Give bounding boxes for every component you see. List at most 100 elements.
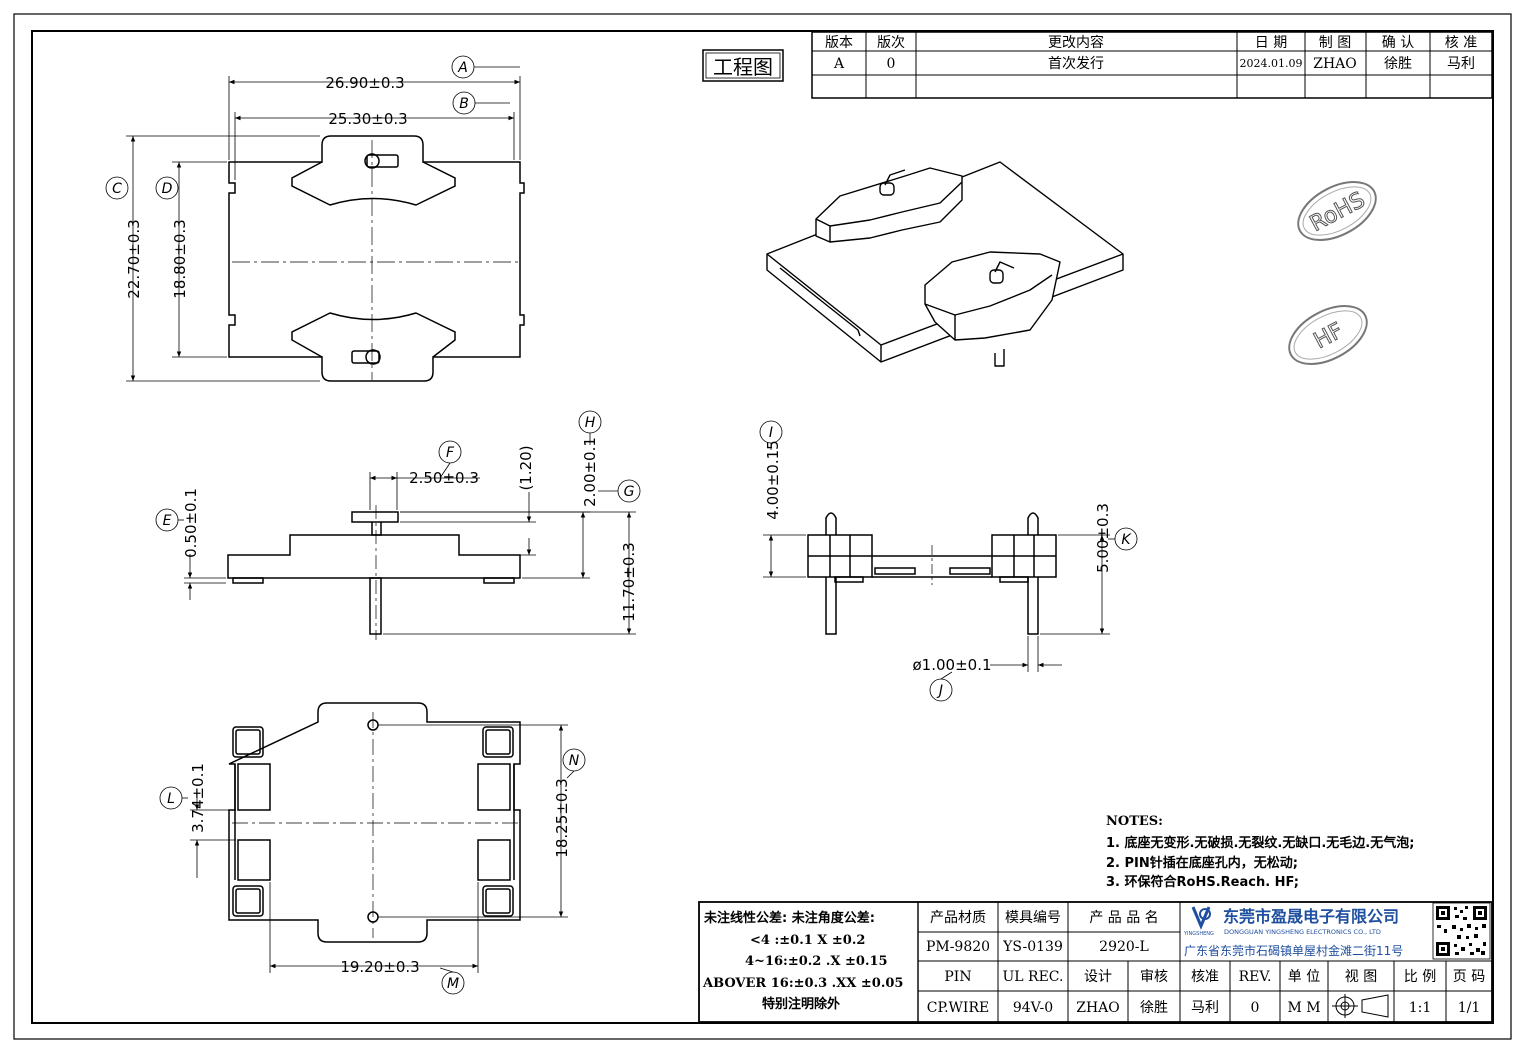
balloon-b: B xyxy=(459,96,469,112)
front-view-dimensions xyxy=(184,472,636,635)
balloon-j: J xyxy=(936,683,943,699)
tolerance-note: 未注线性公差: 未注角度公差: <4 :±0.1 X ±0.2 4~16:±0.… xyxy=(702,910,903,1012)
company-logo-icon: YINGSHENG xyxy=(1183,906,1214,937)
rev-cell: A xyxy=(833,56,845,72)
tb-approver: 马利 xyxy=(1191,1000,1219,1016)
rev-header-date: 日 期 xyxy=(1255,35,1287,51)
tolerance-line: ABOVER 16:±0.3 .XX ±0.05 xyxy=(702,976,903,991)
dimension-k-value: 5.00±0.3 xyxy=(1094,503,1112,573)
rev-cell: 徐胜 xyxy=(1384,56,1412,72)
inner-frame xyxy=(31,30,1494,1024)
tb-ul-rec: 94V-0 xyxy=(1013,1000,1053,1016)
tb-header: 设计 xyxy=(1084,969,1112,985)
company-name-en: DONGGUAN YINGSHENG ELECTRONICS CO., LTD xyxy=(1224,928,1381,936)
note-item: 1. 底座无变形.无破损.无裂纹.无缺口.无毛边.无气泡; xyxy=(1106,835,1414,851)
notes: NOTES: 1. 底座无变形.无破损.无裂纹.无缺口.无毛边.无气泡; 2. … xyxy=(1106,814,1414,890)
balloon-d: D xyxy=(162,181,173,197)
note-item: 2. PIN针插在底座孔内，无松动; xyxy=(1106,855,1298,871)
dimension-h-value: 2.00±0.1 xyxy=(581,437,599,507)
tolerance-line: 特别注明除外 xyxy=(762,996,840,1012)
tb-pin-material: CP.WIRE xyxy=(927,1000,989,1016)
balloon-e: E xyxy=(163,513,172,529)
company-name-cn: 东莞市盈晟电子有限公司 xyxy=(1223,907,1399,926)
dimension-c-value: 22.70±0.3 xyxy=(125,219,143,298)
dimension-i-value: 4.00±0.15 xyxy=(764,440,782,519)
tb-unit: M M xyxy=(1287,1000,1320,1016)
rev-cell: ZHAO xyxy=(1313,56,1357,72)
front-view xyxy=(227,505,521,640)
tb-header-mold: 模具编号 xyxy=(1005,910,1061,926)
balloon-g: G xyxy=(624,484,635,500)
balloon-m: M xyxy=(447,976,459,992)
rev-header-change: 更改内容 xyxy=(1048,34,1104,51)
balloon-k: K xyxy=(1121,532,1132,548)
rev-header-edition: 版次 xyxy=(877,35,905,51)
dimension-ref-value: (1.20) xyxy=(517,445,535,490)
tolerance-line: <4 :±0.1 X ±0.2 xyxy=(750,933,865,948)
tb-mold: YS-0139 xyxy=(1002,939,1063,955)
tb-header: 比 例 xyxy=(1404,969,1436,985)
rohs-stamp: RoHS xyxy=(1297,181,1377,241)
tb-reviewer: 徐胜 xyxy=(1140,1000,1168,1016)
tb-page: 1/1 xyxy=(1458,1000,1481,1016)
tb-scale: 1:1 xyxy=(1409,1000,1432,1016)
dimension-f-value: 2.50±0.3 xyxy=(409,469,479,487)
rev-header-drawn: 制 图 xyxy=(1319,35,1351,51)
note-item: 3. 环保符合RoHS.Reach. HF; xyxy=(1106,874,1299,890)
rev-cell: 0 xyxy=(887,56,896,72)
top-view-dimensions xyxy=(126,76,521,382)
balloon-c: C xyxy=(112,181,122,197)
notes-heading: NOTES: xyxy=(1106,814,1163,829)
dimension-g-value: 11.70±0.3 xyxy=(620,542,638,621)
tolerance-line: 未注线性公差: 未注角度公差: xyxy=(703,910,875,926)
tb-header-material: 产品材质 xyxy=(930,910,986,926)
tb-header: 审核 xyxy=(1140,969,1168,985)
dimension-b-value: 25.30±0.3 xyxy=(328,110,407,128)
isometric-view xyxy=(766,161,1124,367)
drawing-title: 工程图 xyxy=(713,55,773,79)
tb-header: 页 码 xyxy=(1453,969,1485,985)
tb-header: 核准 xyxy=(1191,969,1219,985)
tb-header: 视 图 xyxy=(1345,969,1377,985)
tb-designer: ZHAO xyxy=(1076,1000,1120,1016)
qr-code-icon xyxy=(1432,902,1491,960)
tb-header: REV. xyxy=(1239,969,1272,985)
dimension-j-value: ø1.00±0.1 xyxy=(913,656,992,674)
tolerance-line: 4~16:±0.2 .X ±0.15 xyxy=(745,954,888,969)
dimension-balloons xyxy=(105,55,1138,995)
balloon-h: H xyxy=(585,415,596,431)
company-logo-text: YINGSHENG xyxy=(1183,931,1214,937)
tb-product: 2920-L xyxy=(1099,939,1149,955)
balloon-n: N xyxy=(569,753,580,769)
bottom-view-dimensions xyxy=(190,724,568,973)
top-view xyxy=(228,135,525,382)
rev-cell: 马利 xyxy=(1447,56,1475,72)
tb-revision: 0 xyxy=(1251,1000,1260,1016)
tb-material: PM-9820 xyxy=(926,939,990,955)
rev-header-version: 版本 xyxy=(825,35,853,51)
outer-frame xyxy=(13,13,1512,1040)
rev-cell: 2024.01.09 xyxy=(1240,57,1303,70)
drawing-title-box xyxy=(702,49,784,82)
dimension-a-value: 26.90±0.3 xyxy=(325,74,404,92)
dimension-n-value: 18.25±0.3 xyxy=(553,778,571,857)
dimension-l-value: 3.74±0.1 xyxy=(189,763,207,833)
dimension-d-value: 18.80±0.3 xyxy=(171,219,189,298)
company-address: 广东省东莞市石碣镇单屋村金滩二街11号 xyxy=(1184,943,1403,958)
tb-header: PIN xyxy=(944,969,971,985)
revision-table xyxy=(811,31,1493,99)
bottom-view xyxy=(228,702,521,943)
dimension-m-value: 19.20±0.3 xyxy=(340,958,419,976)
side-view-dimensions xyxy=(763,534,1110,672)
tb-header: UL REC. xyxy=(1003,969,1064,985)
balloon-a: A xyxy=(457,60,468,76)
rev-header-approve: 核 准 xyxy=(1445,35,1477,51)
balloon-i: I xyxy=(769,425,773,441)
side-view xyxy=(807,512,1057,635)
hf-stamp: HF xyxy=(1288,305,1368,365)
balloon-f: F xyxy=(446,445,455,461)
rev-cell: 首次发行 xyxy=(1048,56,1104,72)
rev-header-confirm: 确 认 xyxy=(1382,35,1414,51)
balloon-l: L xyxy=(167,791,175,807)
